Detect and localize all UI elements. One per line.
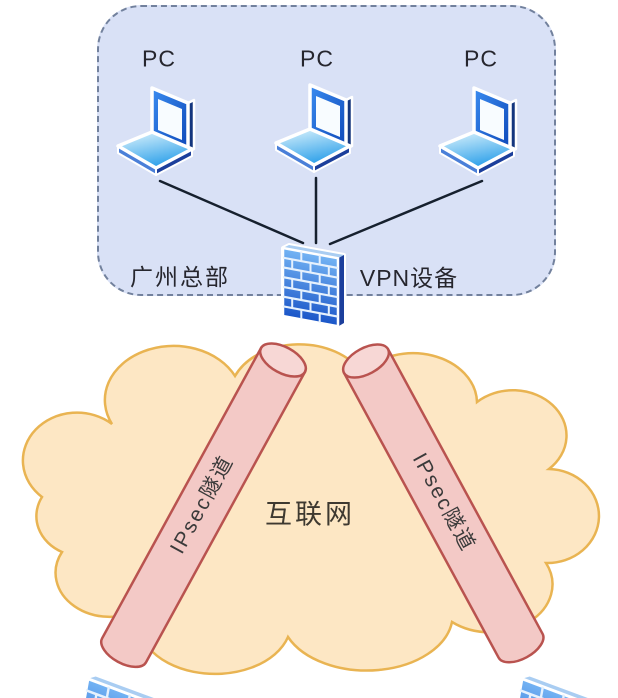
hq-site-label: 广州总部: [130, 264, 230, 290]
pc-label: PC: [464, 45, 498, 72]
ipsec-tunnel-left-icon: [100, 342, 308, 669]
pc-laptop-icon: [438, 86, 518, 177]
pc-laptop-icon: [274, 83, 354, 174]
branch-vpn-firewall-icon-partial-right: [506, 675, 595, 698]
pc-label: PC: [300, 45, 334, 72]
internet-label: 互联网: [265, 499, 355, 530]
connection-line-left: [158, 179, 305, 245]
pc-label: PC: [142, 45, 176, 72]
ipsec-tunnel-right-icon: [341, 343, 545, 664]
vpn-device-label: VPN设备: [359, 265, 459, 291]
connection-line-right: [328, 179, 484, 246]
vpn-firewall-icon: [281, 243, 346, 329]
pc-laptop-icon: [116, 86, 196, 177]
branch-vpn-firewall-icon-partial-left: [72, 675, 161, 698]
